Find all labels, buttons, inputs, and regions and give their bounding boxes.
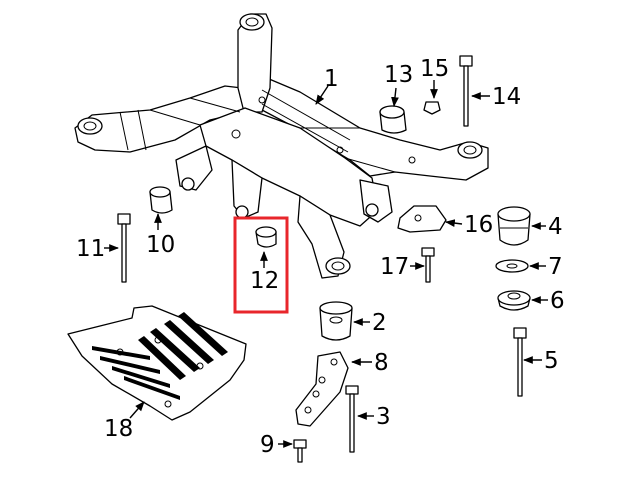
washer-part-7	[495, 259, 529, 273]
bracket-part-16	[397, 205, 447, 233]
callout-8: 8	[374, 350, 389, 376]
callout-5: 5	[544, 348, 559, 374]
bolt-part-3	[345, 385, 359, 453]
bushing-part-2	[319, 301, 353, 341]
callout-3: 3	[376, 404, 391, 430]
leader-18	[129, 401, 145, 419]
callout-12: 12	[250, 268, 279, 294]
callout-2: 2	[372, 310, 387, 336]
callout-9: 9	[260, 432, 275, 458]
callout-17: 17	[380, 254, 409, 280]
callout-14: 14	[492, 84, 521, 110]
leader-lines	[104, 80, 548, 448]
bolt-part-5	[513, 327, 527, 397]
callout-10: 10	[146, 232, 175, 258]
leader-16	[445, 219, 463, 227]
shield-part-18	[67, 305, 247, 421]
callout-4: 4	[548, 214, 563, 240]
bolt-part-14	[459, 55, 473, 127]
callout-18: 18	[104, 416, 133, 442]
bracket-part-8	[295, 351, 349, 427]
callout-16: 16	[464, 212, 493, 238]
bushing-part-10	[149, 186, 173, 214]
bushing-part-13	[379, 105, 407, 134]
bushing-part-12	[255, 226, 277, 248]
callout-7: 7	[548, 254, 563, 280]
callout-1: 1	[324, 66, 339, 92]
cap-part-6	[497, 290, 531, 311]
highlight-box	[233, 216, 289, 314]
rear-subframe-part	[74, 13, 489, 279]
leader-13	[391, 87, 399, 107]
leader-1	[315, 85, 329, 105]
callout-13: 13	[384, 62, 413, 88]
callout-11: 11	[76, 236, 105, 262]
callout-6: 6	[550, 288, 565, 314]
bolt-part-11	[117, 213, 131, 283]
bolt-part-17	[421, 247, 435, 283]
bolt-part-9	[293, 439, 307, 463]
callout-15: 15	[420, 56, 449, 82]
callout-labels: 1 2 3 4 5 6 7 8 9 10 11 12 13 14 15 16 1…	[76, 56, 565, 458]
nut-part-15	[423, 101, 441, 115]
mount-part-4	[497, 206, 531, 246]
